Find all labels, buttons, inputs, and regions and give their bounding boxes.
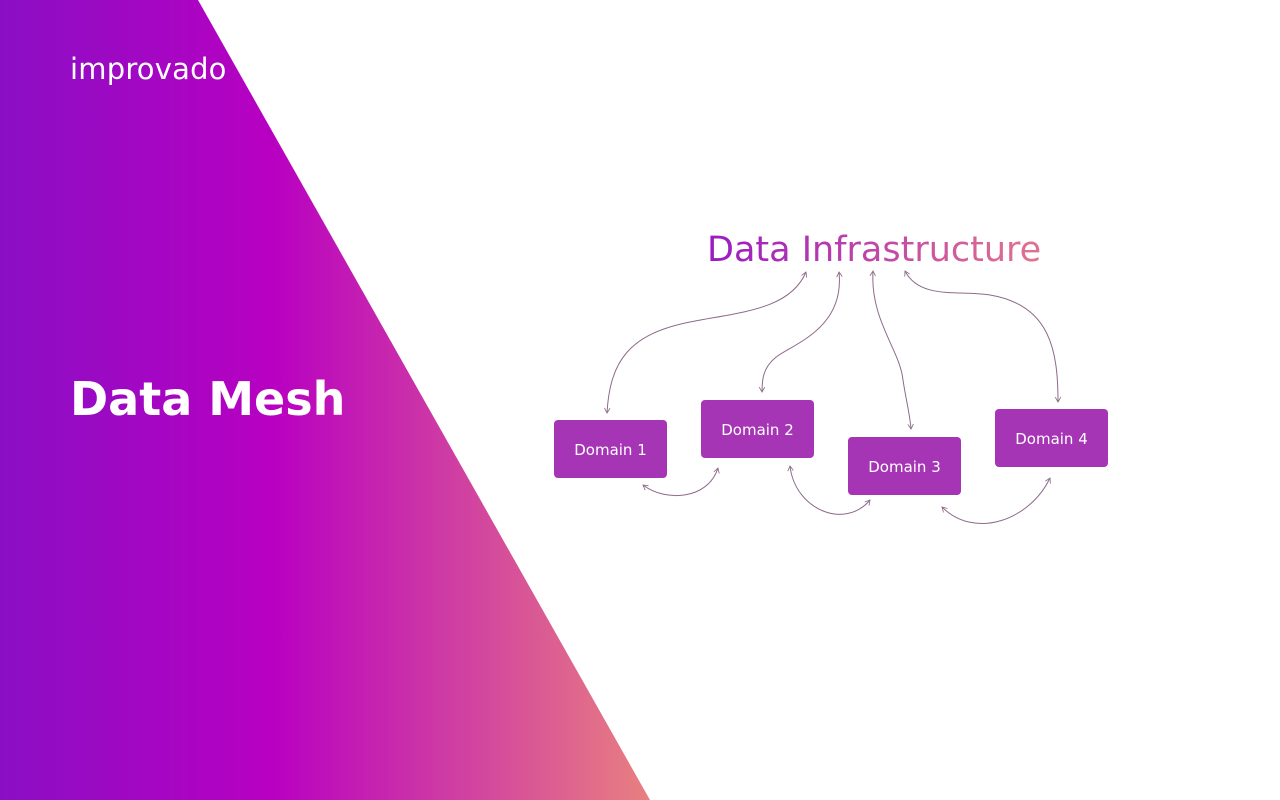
arrow-hub-domain-1	[604, 271, 808, 414]
domain-4-node: Domain 4	[995, 409, 1108, 467]
improvado-logo: improvado	[70, 52, 227, 86]
domain-2-label: Domain 2	[721, 421, 794, 439]
domain-2-node: Domain 2	[701, 400, 814, 458]
slide-title: Data Mesh	[70, 372, 346, 426]
domain-1-label: Domain 1	[574, 441, 647, 459]
domain-3-node: Domain 3	[848, 437, 961, 495]
arrow-hub-domain-2	[758, 271, 843, 393]
arrow-domain-2-domain-3	[787, 465, 871, 515]
domain-3-label: Domain 3	[868, 458, 941, 476]
domain-1-node: Domain 1	[554, 420, 667, 478]
data-infrastructure-label: Data Infrastructure	[707, 230, 1041, 270]
arrow-hub-domain-3	[869, 270, 914, 430]
arrow-domain-1-domain-2	[642, 467, 720, 496]
domain-4-label: Domain 4	[1015, 430, 1088, 448]
banner-shape	[0, 0, 650, 800]
arrow-hub-domain-4	[904, 270, 1062, 403]
arrow-domain-3-domain-4	[941, 477, 1051, 524]
